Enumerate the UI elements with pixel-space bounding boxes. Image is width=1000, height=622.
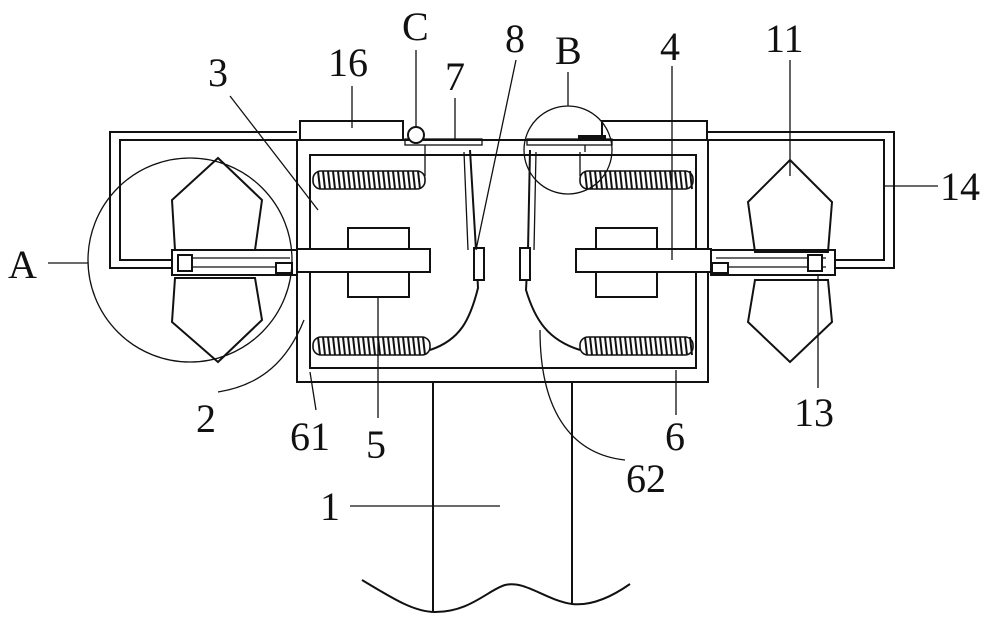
leader-lines — [48, 50, 938, 507]
fan-shafts — [171, 249, 836, 276]
label-c: C — [402, 4, 429, 49]
label-13: 13 — [794, 390, 834, 435]
top-caps — [299, 120, 708, 141]
label-3: 3 — [208, 50, 228, 95]
label-14: 14 — [940, 164, 980, 209]
label-5: 5 — [366, 422, 386, 467]
label-b: B — [555, 28, 582, 73]
outer-frame — [109, 131, 895, 269]
coil-risers — [424, 152, 581, 176]
pillar — [361, 382, 631, 614]
label-62: 62 — [626, 456, 666, 501]
label-6: 6 — [665, 414, 685, 459]
brush-arms — [429, 149, 581, 351]
top-rails — [404, 135, 613, 152]
label-4: 4 — [660, 24, 680, 69]
label-16: 16 — [328, 40, 368, 85]
label-7: 7 — [445, 54, 465, 99]
fan-blades — [170, 156, 834, 364]
label-11: 11 — [765, 16, 804, 61]
label-1: 1 — [320, 484, 340, 529]
sensors — [473, 247, 531, 281]
label-2: 2 — [196, 396, 216, 441]
labels: 16 C 7 8 B 4 11 3 A 14 2 61 5 6 13 62 1 — [8, 4, 980, 529]
label-8: 8 — [505, 16, 525, 61]
label-a: A — [8, 242, 37, 287]
label-61: 61 — [290, 414, 330, 459]
detail-c-circle — [407, 126, 425, 144]
shafts — [296, 248, 712, 273]
